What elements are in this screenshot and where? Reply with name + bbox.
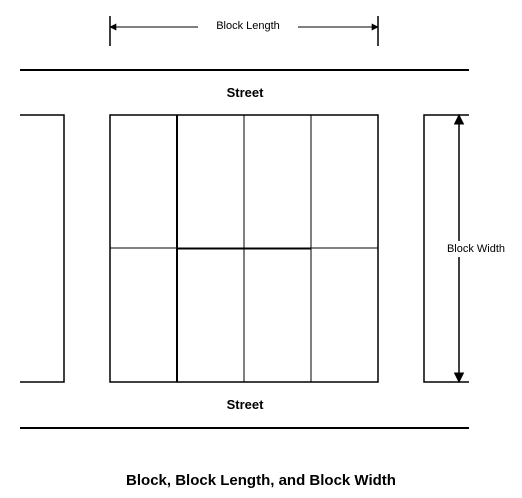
street-label-bottom: Street (226, 397, 264, 412)
street-label-top: Street (226, 85, 264, 100)
block-width-label: Block Width (436, 241, 516, 257)
block-length-label: Block Length (198, 20, 298, 32)
right-neighbor-block (423, 114, 469, 383)
left-neighbor-block (20, 114, 65, 383)
figure-caption: Block, Block Length, and Block Width (126, 472, 396, 489)
